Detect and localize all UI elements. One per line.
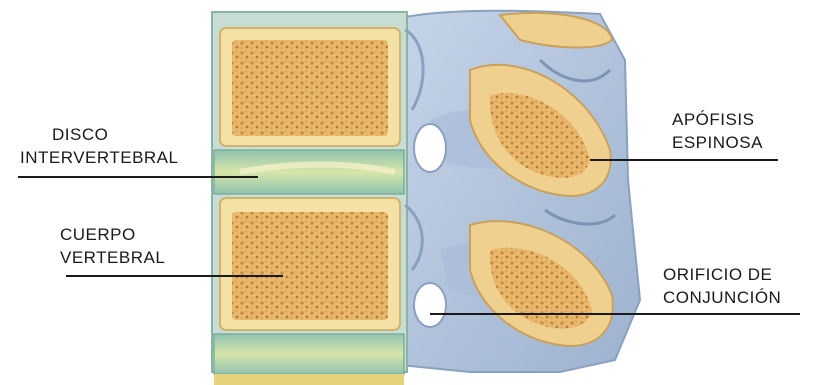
label-apofisis-line2: ESPINOSA (672, 131, 763, 154)
label-orificio-line2: CONJUNCIÓN (663, 286, 781, 309)
label-orificio-conjuncion: ORIFICIO DE CONJUNCIÓN (663, 263, 781, 309)
label-orificio-line1: ORIFICIO DE (663, 263, 781, 286)
label-cuerpo-line2: VERTEBRAL (60, 246, 165, 269)
label-disco-line2: INTERVERTEBRAL (20, 146, 178, 169)
vertebral-column (212, 12, 407, 385)
label-cuerpo-line1: CUERPO (60, 223, 165, 246)
label-apofisis-espinosa: APÓFISIS ESPINOSA (672, 108, 763, 154)
label-cuerpo-vertebral: CUERPO VERTEBRAL (60, 223, 165, 269)
label-disco-intervertebral: DISCO INTERVERTEBRAL (20, 123, 178, 169)
label-apofisis-line1: APÓFISIS (672, 108, 763, 131)
label-disco-line1: DISCO (20, 123, 178, 146)
